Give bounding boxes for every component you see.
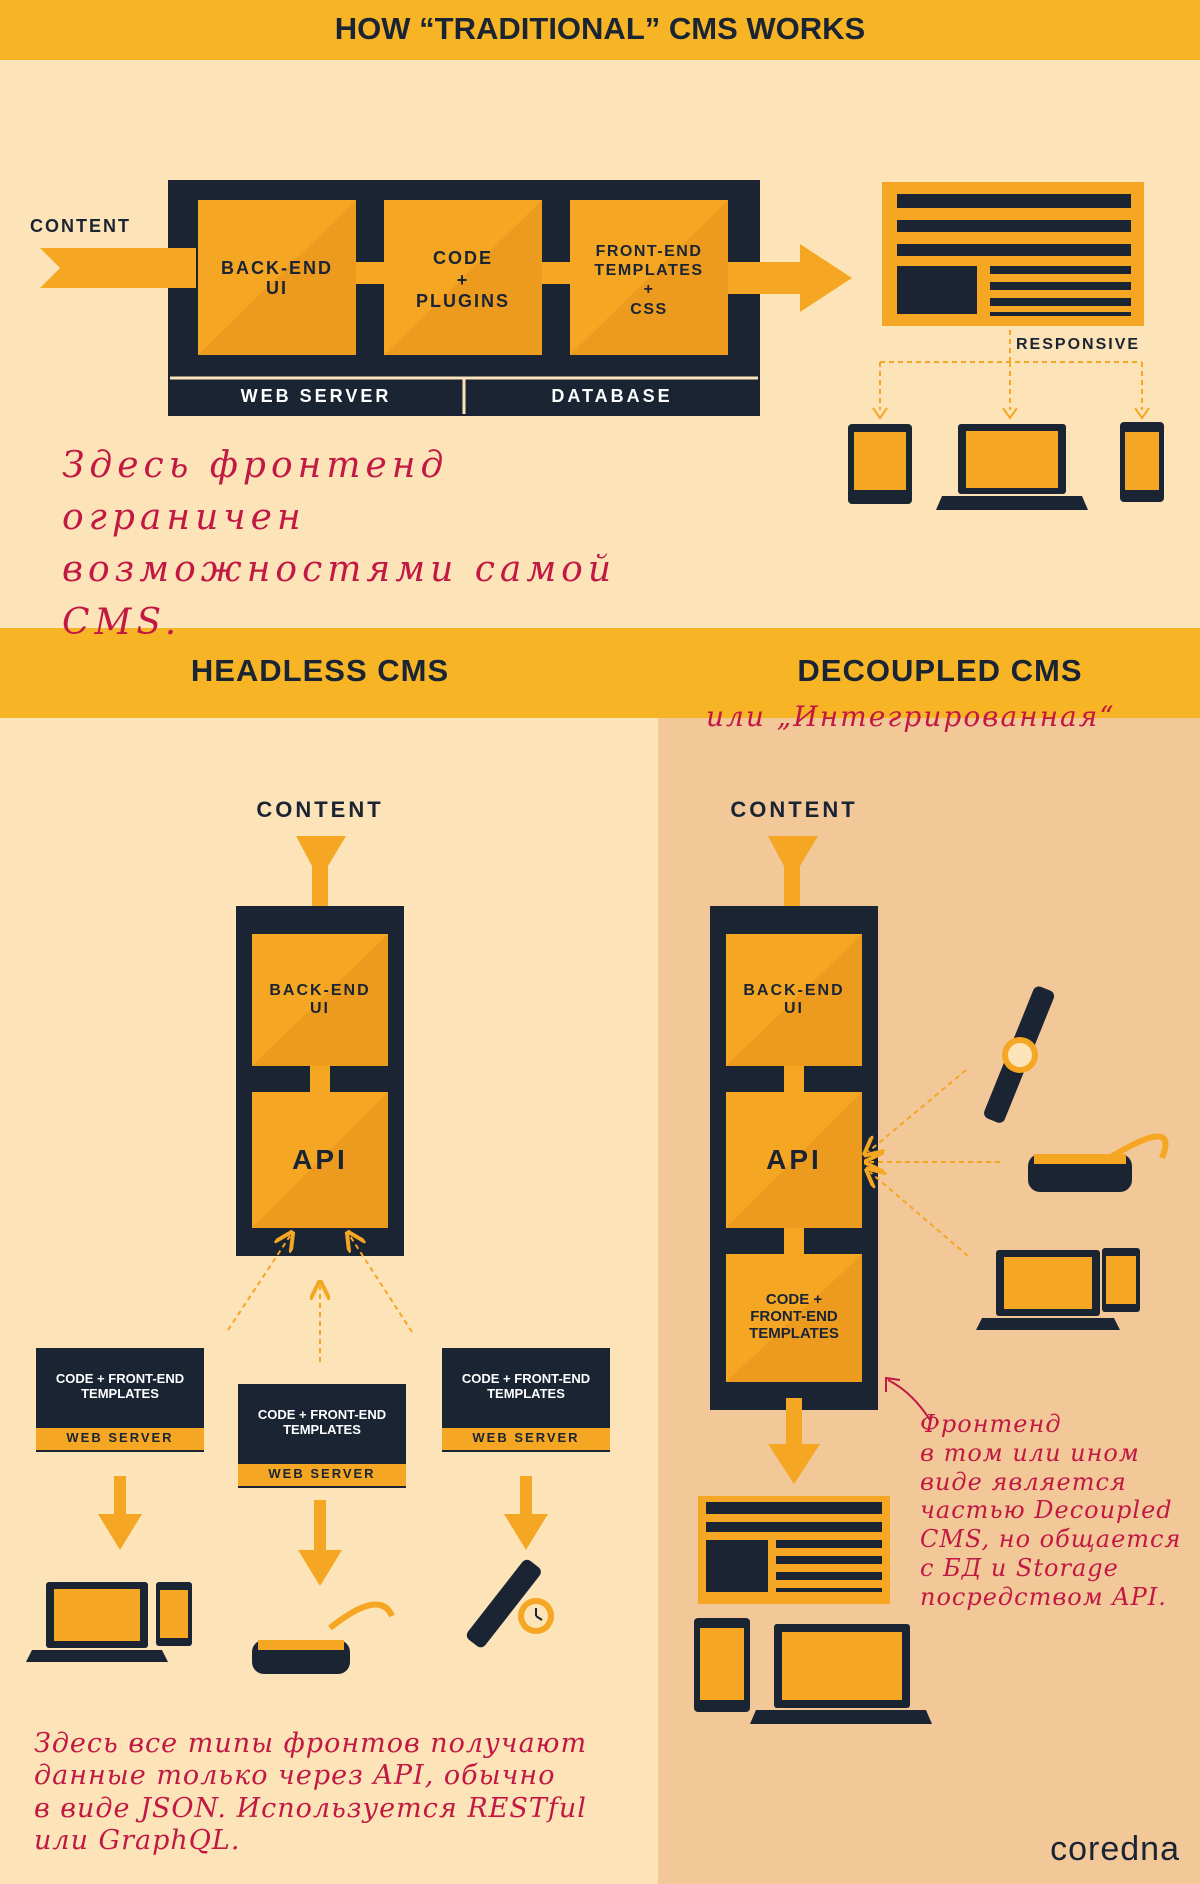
brand-logo: coredna bbox=[1050, 1830, 1180, 1868]
headless-content-label: CONTENT bbox=[256, 797, 384, 822]
vr-headset-icon bbox=[252, 1601, 395, 1674]
website-mock-icon bbox=[698, 1496, 890, 1604]
database-label: DATABASE bbox=[551, 386, 673, 406]
server-templates-label: CODE + FRONT-END TEMPLATES bbox=[55, 1371, 185, 1401]
responsive-label: RESPONSIVE bbox=[1016, 336, 1141, 353]
web-server-label: WEB SERVER bbox=[472, 1430, 580, 1445]
traditional-content-label: CONTENT bbox=[30, 216, 131, 236]
smartwatch-icon bbox=[466, 1559, 554, 1648]
web-server-label: WEB SERVER bbox=[66, 1430, 174, 1445]
laptop-icon bbox=[26, 1582, 168, 1662]
smartwatch-icon bbox=[984, 986, 1055, 1123]
web-server-label: WEB SERVER bbox=[268, 1466, 376, 1481]
decoupled-diagram bbox=[694, 836, 1169, 1724]
traditional-frontend-label: FRONT-END TEMPLATES + CSS bbox=[594, 243, 704, 318]
decoupled-api-label: API bbox=[766, 1144, 822, 1175]
traditional-code-label: CODE + PLUGINS bbox=[415, 248, 510, 312]
decoupled-subtitle: или „Интегрированная“ bbox=[706, 700, 1116, 733]
decoupled-content-label: CONTENT bbox=[730, 797, 858, 822]
tablet-icon bbox=[694, 1618, 750, 1712]
headless-note: Здесь все типы фронтов получают данные т… bbox=[34, 1728, 588, 1857]
top-banner bbox=[0, 0, 1200, 60]
laptop-icon bbox=[750, 1624, 932, 1724]
tablet-icon bbox=[848, 424, 912, 504]
traditional-content-arrow bbox=[40, 248, 196, 288]
decoupled-templates-label: CODE + FRONT-END TEMPLATES bbox=[749, 1291, 839, 1342]
headless-api-label: API bbox=[292, 1144, 348, 1175]
phone-icon bbox=[1102, 1248, 1140, 1312]
headless-diagram bbox=[26, 836, 610, 1674]
middle-banner bbox=[0, 628, 1200, 718]
server-templates-label: CODE + FRONT-END TEMPLATES bbox=[461, 1371, 591, 1401]
laptop-icon bbox=[976, 1250, 1120, 1330]
headless-title: HEADLESS CMS bbox=[190, 653, 450, 688]
headless-content-arrow bbox=[296, 836, 346, 930]
traditional-title: HOW “TRADITIONAL” CMS WORKS bbox=[334, 11, 866, 46]
decoupled-note: Фронтенд в том или ином виде является ча… bbox=[920, 1410, 1182, 1611]
laptop-icon bbox=[936, 424, 1088, 510]
decoupled-content-arrow bbox=[768, 836, 818, 930]
web-server-label: WEB SERVER bbox=[240, 386, 392, 406]
traditional-note: Здесь фронтенд ограничен возможностями с… bbox=[62, 445, 617, 643]
traditional-backend-label: BACK-END UI bbox=[221, 258, 333, 299]
phone-icon bbox=[156, 1582, 192, 1646]
vr-headset-icon bbox=[1028, 1133, 1169, 1192]
decoupled-title: DECOUPLED CMS bbox=[797, 653, 1083, 688]
phone-icon bbox=[1120, 422, 1164, 502]
server-templates-label: CODE + FRONT-END TEMPLATES bbox=[257, 1407, 387, 1437]
headless-backend-label: BACK-END UI bbox=[269, 982, 371, 1017]
traditional-diagram bbox=[40, 180, 1164, 510]
traditional-output-arrow bbox=[728, 244, 852, 312]
decoupled-backend-label: BACK-END UI bbox=[743, 982, 845, 1017]
